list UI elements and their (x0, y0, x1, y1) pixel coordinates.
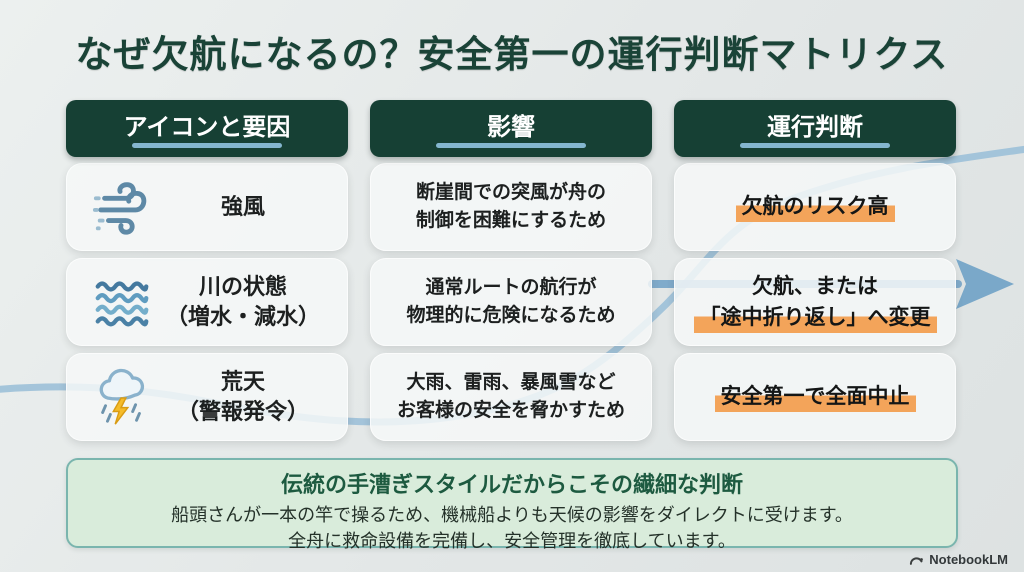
impact-card: 大雨、雷雨、暴風雪など お客様の安全を脅かすため (370, 353, 652, 441)
header-underline (132, 143, 282, 148)
waves-icon (95, 281, 149, 327)
header-underline (740, 143, 890, 148)
attribution-label: NotebookLM (929, 552, 1008, 567)
column-header-impact: 影響 (370, 100, 652, 157)
factor-card-wind: 強風 (66, 163, 348, 251)
footer-note-box: 伝統の手漕ぎスタイルだからこその繊細な判断 船頭さんが一本の竿で操るため、機械船… (66, 458, 958, 551)
column-header-label: 運行判断 (767, 114, 863, 141)
flow-arrow-head (956, 259, 1014, 309)
column-header-label: アイコンと要因 (123, 114, 291, 141)
impact-text: 通常ルートの航行が 物理的に危険になるため (406, 276, 616, 327)
factor-label: 荒天（警報発令） (176, 369, 309, 424)
decision-highlighted-text: 「途中折り返し」へ変更 (693, 302, 937, 334)
page-title: なぜ欠航になるの？安全第一の運行判断マトリクス (75, 34, 949, 75)
factor-card-storm: 荒天（警報発令） (66, 353, 348, 441)
impact-text: 大雨、雷雨、暴風雪など お客様の安全を脅かすため (396, 371, 625, 422)
column-header-label: 影響 (487, 114, 535, 141)
factor-card-river: 川の状態（増水・減水） (66, 258, 348, 346)
header-underline (436, 143, 586, 148)
column-header-decision: 運行判断 (674, 100, 956, 157)
column-header-factors: アイコンと要因 (66, 100, 348, 157)
impact-card: 断崖間での突風が舟の 制御を困難にするため (370, 163, 652, 251)
footer-title: 伝統の手漕ぎスタイルだからこその繊細な判断 (280, 472, 743, 497)
wind-icon (92, 182, 147, 235)
impact-card: 通常ルートの航行が 物理的に危険になるため (370, 258, 652, 346)
storm-icon (99, 368, 145, 425)
decision-highlighted-text: 欠航のリスク高 (735, 191, 895, 223)
decision-card: 欠航、または 「途中折り返し」へ変更 (674, 258, 956, 346)
factor-label: 川の状態（増水・減水） (165, 274, 320, 329)
notebooklm-icon (910, 557, 924, 565)
footer-body: 船頭さんが一本の竿で操るため、機械船よりも天候の影響をダイレクトに受けます。 全… (171, 505, 853, 552)
decision-card: 欠航のリスク高 (674, 163, 956, 251)
impact-text: 断崖間での突風が舟の 制御を困難にするため (415, 181, 607, 232)
decision-text: 欠航、または (752, 274, 878, 298)
decision-highlighted-text: 安全第一で全面中止 (714, 381, 916, 413)
decision-card: 安全第一で全面中止 (674, 353, 956, 441)
notebooklm-attribution: NotebookLM (909, 552, 1008, 567)
factor-label: 強風 (220, 194, 265, 220)
